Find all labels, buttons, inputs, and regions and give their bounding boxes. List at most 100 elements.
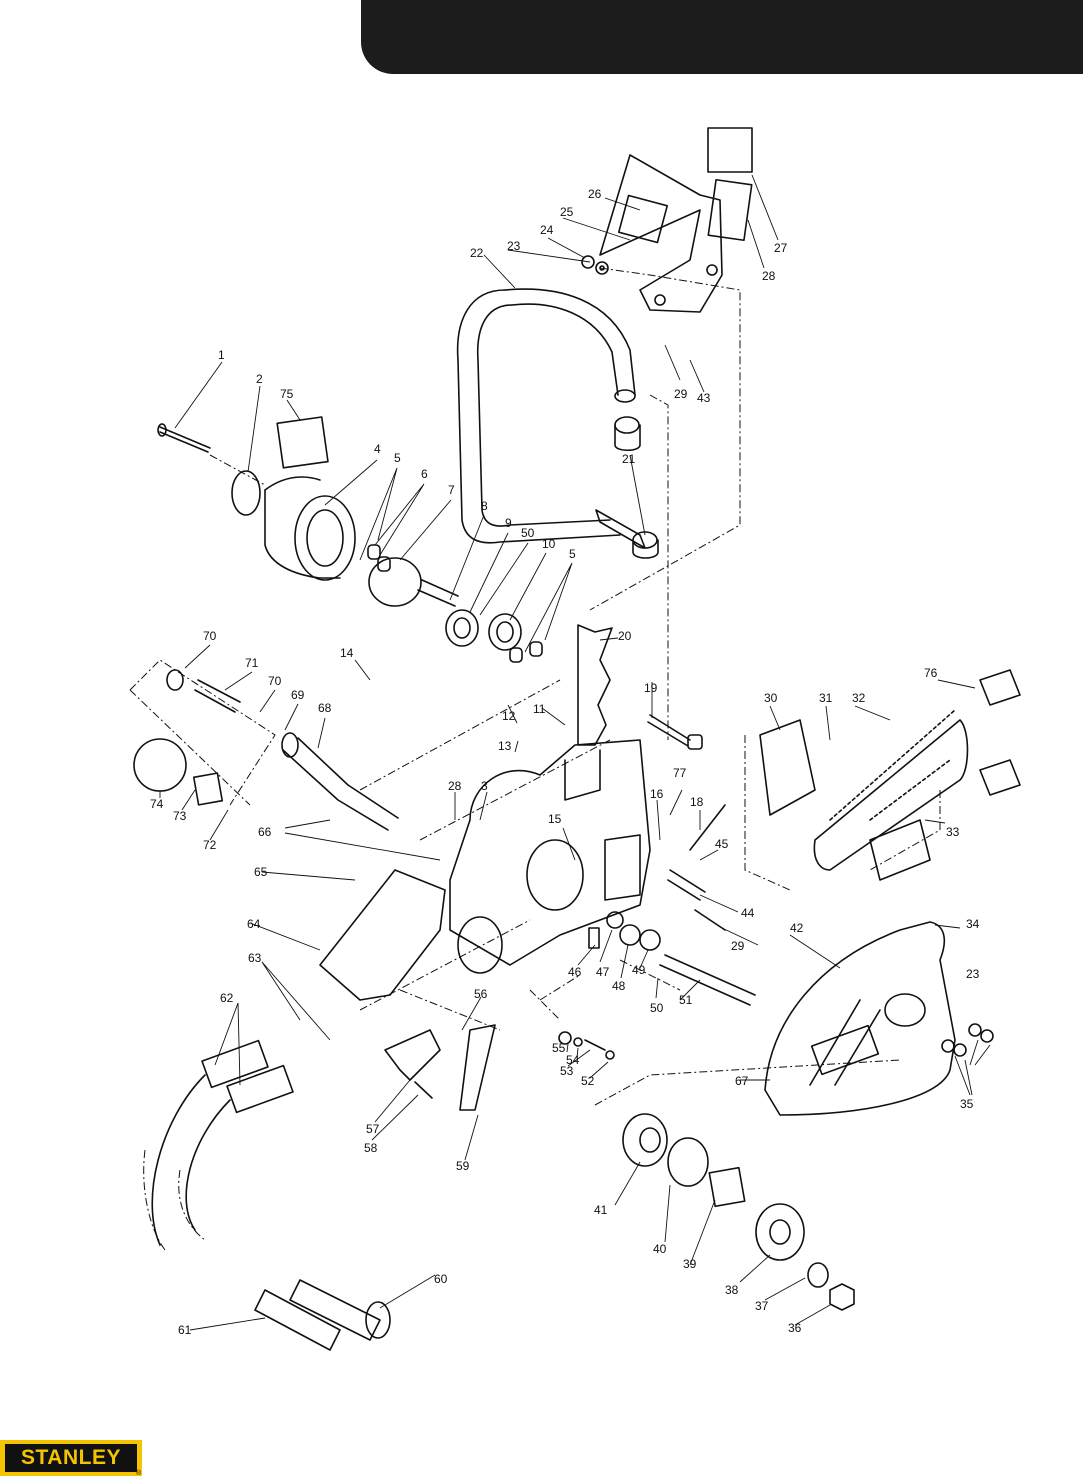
- callout-label: 26: [588, 187, 602, 201]
- callout-label: 45: [715, 837, 729, 851]
- callout-label: 31: [819, 691, 833, 705]
- callout-label: 2: [256, 372, 263, 386]
- header-bar: [361, 0, 1083, 74]
- callout-label: 21: [622, 452, 636, 466]
- callout-label: 70: [268, 674, 282, 688]
- callout-label: 24: [540, 223, 554, 237]
- callout-label: 52: [581, 1074, 595, 1088]
- bar-plate-33: [869, 819, 931, 881]
- callout-label: 6: [421, 467, 428, 481]
- coupler-60: [289, 1279, 381, 1341]
- callout-label: 72: [203, 838, 217, 852]
- callout-label: 32: [852, 691, 866, 705]
- callout-label: 8: [481, 499, 488, 513]
- valve-spool: [282, 737, 399, 831]
- gear-10: [488, 613, 522, 651]
- callout-label: 68: [318, 701, 332, 715]
- logo-text: STANLEY: [21, 1446, 121, 1469]
- callout-label: 61: [178, 1323, 192, 1337]
- callout-label: 59: [456, 1159, 470, 1173]
- callout-label: 54: [566, 1053, 580, 1067]
- callout-label: 5: [394, 451, 401, 465]
- callout-label: 37: [755, 1299, 769, 1313]
- callout-label: 19: [644, 681, 658, 695]
- shaft-51: [659, 954, 756, 1006]
- callout-label: 55: [552, 1041, 566, 1055]
- callout-label: 66: [258, 825, 272, 839]
- bearing-41: [622, 1113, 668, 1167]
- callout-label: 36: [788, 1321, 802, 1335]
- callout-label: 27: [774, 241, 788, 255]
- callout-label: 43: [697, 391, 711, 405]
- callout-label: 47: [596, 965, 610, 979]
- bar-plate-30: [759, 719, 816, 816]
- callout-label: 51: [679, 993, 693, 1007]
- callout-label: 76: [924, 666, 938, 680]
- callout-label: 29: [731, 939, 745, 953]
- callout-label: 11: [533, 702, 546, 716]
- coupler-61: [254, 1289, 341, 1351]
- callout-label: 7: [448, 483, 455, 497]
- callout-label: 30: [764, 691, 778, 705]
- callout-label: 71: [245, 656, 259, 670]
- guide-bar: [813, 719, 969, 871]
- handle-guard: [456, 289, 621, 544]
- callout-label: 46: [568, 965, 582, 979]
- callout-label: 41: [594, 1203, 608, 1217]
- callout-label: 38: [725, 1283, 739, 1297]
- callout-label: 77: [673, 766, 687, 780]
- callout-label: 12: [502, 709, 516, 723]
- callout-label: 49: [632, 963, 646, 977]
- callout-label: 10: [542, 537, 556, 551]
- callout-label: 44: [741, 906, 755, 920]
- callout-label: 67: [735, 1074, 749, 1088]
- callout-label: 23: [966, 967, 980, 981]
- callout-label: 39: [683, 1257, 697, 1271]
- callout-label: 14: [340, 646, 354, 660]
- callout-label: 60: [434, 1272, 448, 1286]
- gear-9: [445, 609, 479, 647]
- callout-label: 40: [653, 1242, 667, 1256]
- callout-label: 73: [173, 809, 187, 823]
- callout-label: 29: [674, 387, 688, 401]
- callout-label: 57: [366, 1122, 380, 1136]
- callout-label: 62: [220, 991, 234, 1005]
- callout-label: 50: [521, 526, 535, 540]
- guard-bracket: [599, 154, 723, 313]
- callout-label: 35: [960, 1097, 974, 1111]
- callout-label: 34: [966, 917, 980, 931]
- callout-label: 5: [569, 547, 576, 561]
- callout-label: 3: [481, 779, 488, 793]
- callout-label: 50: [650, 1001, 664, 1015]
- lever-57: [384, 1029, 441, 1081]
- callout-label: 4: [374, 442, 381, 456]
- callout-label: 69: [291, 688, 305, 702]
- bolt-1: [159, 426, 211, 453]
- stanley-logo: STANLEY: [0, 1440, 142, 1476]
- callout-label: 15: [548, 812, 562, 826]
- callout-label: 63: [248, 951, 262, 965]
- callout-label: 53: [560, 1064, 574, 1078]
- trigger-bracket: [319, 869, 446, 1001]
- callout-label: 25: [560, 205, 574, 219]
- callout-label: 65: [254, 865, 268, 879]
- callout-label: 23: [507, 239, 521, 253]
- callout-label: 22: [470, 246, 484, 260]
- callout-label: 74: [150, 797, 164, 811]
- hose-62: [151, 1074, 231, 1246]
- callout-label: 33: [946, 825, 960, 839]
- callout-label: 64: [247, 917, 261, 931]
- callout-label: 75: [280, 387, 294, 401]
- sprocket-38: [755, 1203, 805, 1261]
- logo-inner: STANLEY: [5, 1444, 137, 1472]
- callout-label: 18: [690, 795, 704, 809]
- callout-label: 28: [448, 779, 462, 793]
- callout-label: 58: [364, 1141, 378, 1155]
- callout-label: 13: [498, 739, 512, 753]
- callout-label: 56: [474, 987, 488, 1001]
- callout-label: 1: [218, 348, 225, 362]
- callout-labels: 1 2 75 4 5 6 7 8 9 50 10 5 22 23 24 25 2…: [150, 187, 980, 1337]
- callout-label: 28: [762, 269, 776, 283]
- chain-cover: [764, 921, 956, 1116]
- main-frame: [449, 739, 651, 966]
